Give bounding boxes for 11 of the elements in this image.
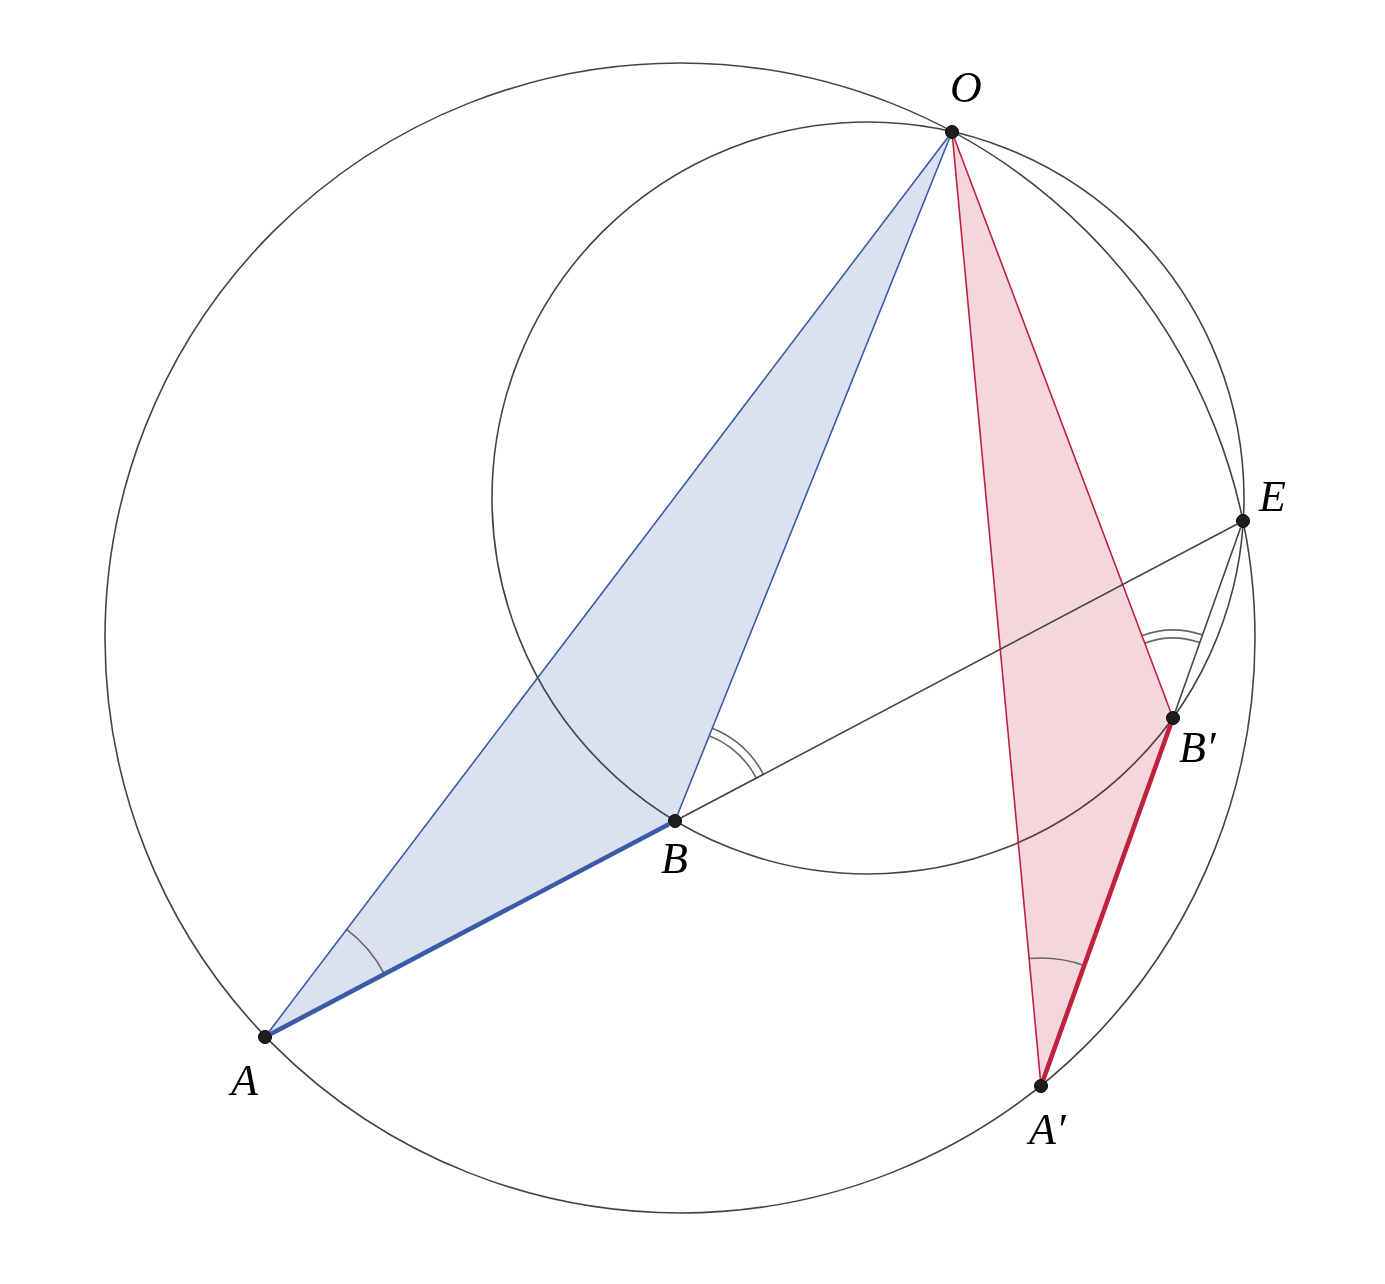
line-segment (1174, 526, 1242, 713)
line-segment (680, 523, 1238, 819)
point-label: B (661, 837, 688, 881)
line-segment (270, 822, 670, 1036)
line-segment (1041, 723, 1173, 1081)
point-label: O (950, 66, 982, 110)
point-label: E (1259, 475, 1286, 519)
line-segment (953, 137, 1172, 713)
line-segment (951, 138, 1042, 1080)
line-segment (676, 137, 951, 816)
point-label: B′ (1179, 726, 1216, 770)
